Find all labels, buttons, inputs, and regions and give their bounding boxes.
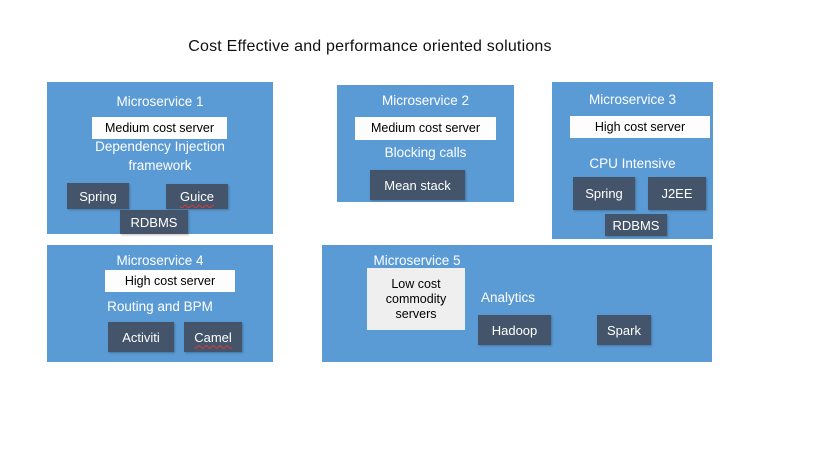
microservice-4-server-label: High cost server [105, 270, 235, 292]
tag-spring-label: Spring [79, 188, 117, 204]
microservice-5-title: Microservice 5 [373, 253, 461, 268]
tag-j2ee-label: J2EE [661, 186, 693, 201]
tag-activiti-label: Activiti [122, 329, 160, 345]
tag-activiti: Activiti [108, 322, 174, 352]
tag-guice: Guice [166, 184, 228, 209]
microservice-2-box: Microservice 2 Medium cost server Blocki… [337, 85, 514, 202]
tag-guice-label: Guice [180, 189, 214, 204]
microservice-1-box: Microservice 1 Medium cost server Depend… [47, 82, 273, 234]
microservice-1-title: Microservice 1 [116, 94, 204, 109]
tag-rdbms: RDBMS [120, 210, 188, 234]
microservice-2-server-label: Medium cost server [355, 117, 496, 140]
tag-camel-label: Camel [194, 329, 232, 345]
microservice-3-box: Microservice 3 High cost server CPU Inte… [552, 82, 713, 239]
tag-hadoop: Hadoop [478, 315, 551, 345]
microservice-3-server-label: High cost server [570, 116, 710, 138]
microservice-4-box: Microservice 4 High cost server Routing … [47, 245, 273, 362]
tag-spring-2: Spring [573, 177, 635, 210]
tag-mean-stack: Mean stack [370, 170, 465, 200]
tag-camel: Camel [184, 322, 242, 352]
microservice-5-box: Microservice 5 Low cost commodity server… [322, 245, 712, 362]
microservice-4-description: Routing and BPM [107, 299, 213, 314]
microservice-4-title: Microservice 4 [116, 253, 204, 268]
microservice-1-server-label: Medium cost server [92, 117, 227, 139]
microservice-1-description: Dependency Injection framework [95, 139, 225, 173]
tag-spring: Spring [67, 183, 129, 209]
tag-rdbms-label: RDBMS [130, 214, 178, 230]
microservice-3-description: CPU Intensive [589, 156, 676, 171]
tag-rdbms-2: RDBMS [605, 214, 667, 236]
microservice-2-title: Microservice 2 [381, 93, 470, 108]
microservice-5-server-label: Low cost commodity servers [367, 268, 465, 330]
tag-mean-stack-label: Mean stack [384, 177, 451, 193]
microservice-5-description: Analytics [480, 290, 536, 305]
tag-j2ee: J2EE [648, 177, 706, 210]
microservice-3-title: Microservice 3 [588, 92, 677, 107]
tag-spring-2-label: Spring [585, 186, 623, 201]
tag-spark: Spark [597, 315, 651, 345]
tag-hadoop-label: Hadoop [491, 322, 538, 338]
tag-rdbms-2-label: RDBMS [612, 217, 660, 233]
tag-spark-label: Spark [607, 322, 641, 338]
slide-title: Cost Effective and performance oriented … [188, 38, 552, 55]
microservice-2-description: Blocking calls [384, 145, 467, 160]
